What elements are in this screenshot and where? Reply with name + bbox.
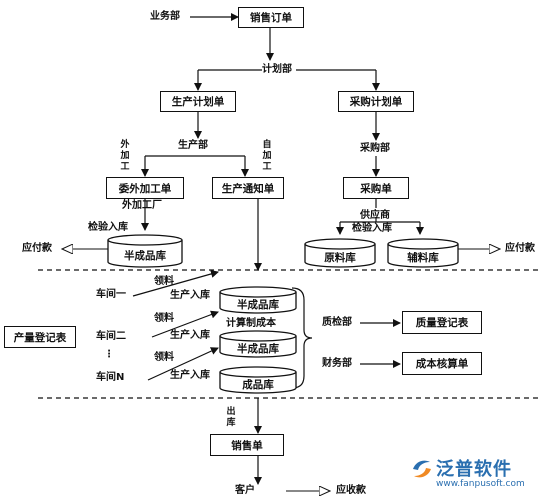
workshop-n-label: 车间N — [96, 372, 125, 383]
material-pick-1-label: 领料 — [154, 276, 174, 287]
prod-in-3-label: 生产入库 — [170, 370, 210, 381]
production-dept-label: 生产部 — [178, 140, 208, 151]
logo-name: 泛普软件 — [436, 459, 512, 480]
customer-label: 客户 — [235, 485, 255, 496]
outsource-factory-label: 外加工厂 — [122, 200, 162, 211]
auxiliary-material-warehouse: 辅料库 — [407, 251, 439, 264]
purchasing-dept-label: 采购部 — [360, 143, 390, 154]
supplier-label: 供应商 — [360, 210, 390, 221]
prod-in-1-label: 生产入库 — [170, 290, 210, 301]
sales-order-box: 销售订单 — [238, 7, 304, 28]
material-pick-3-label: 领料 — [154, 352, 174, 363]
outsourced-label: 外加工 — [120, 140, 130, 172]
planning-dept-label: 计划部 — [262, 64, 292, 75]
semi-finished-warehouse-top: 半成品库 — [124, 249, 166, 262]
semi-finished-warehouse-2: 半成品库 — [237, 342, 279, 355]
material-pick-2-label: 领料 — [154, 313, 174, 324]
output-register-box: 产量登记表 — [4, 326, 76, 348]
sales-slip-box: 销售单 — [210, 434, 284, 456]
receivable-label: 应收款 — [336, 485, 366, 496]
fanpu-logo: 泛普软件 www.fanpusoft.com — [410, 455, 536, 499]
workshop-1-label: 车间一 — [96, 289, 126, 300]
quality-register-box: 质量登记表 — [402, 311, 482, 334]
workshop-2-label: 车间二 — [96, 331, 126, 342]
finished-goods-warehouse: 成品库 — [242, 378, 274, 391]
logo-url: www.fanpusoft.com — [436, 479, 525, 489]
finance-dept-label: 财务部 — [322, 358, 352, 369]
cost-calc-label: 计算制成本 — [226, 318, 276, 329]
outsource-order-box: 委外加工单 — [106, 177, 184, 199]
stock-out-label: 出库 — [226, 407, 236, 428]
workshop-ellipsis: ⋮ — [104, 349, 114, 360]
in-house-label: 自加工 — [262, 140, 272, 172]
inspect-in-right-label: 检验入库 — [352, 223, 392, 234]
payable-right-label: 应付款 — [505, 243, 535, 254]
sales-dept-label: 业务部 — [150, 11, 180, 22]
cost-accounting-box: 成本核算单 — [402, 352, 482, 375]
prod-in-2-label: 生产入库 — [170, 330, 210, 341]
semi-finished-warehouse-1: 半成品库 — [237, 298, 279, 311]
production-notice-box: 生产通知单 — [212, 177, 284, 199]
purchase-order-box: 采购单 — [343, 177, 409, 199]
production-plan-box: 生产计划单 — [160, 91, 236, 112]
fanpu-logo-icon — [413, 460, 431, 478]
quality-dept-label: 质检部 — [322, 317, 352, 328]
purchase-plan-box: 采购计划单 — [338, 91, 414, 112]
raw-material-warehouse: 原料库 — [324, 251, 356, 264]
payable-left-label: 应付款 — [22, 243, 52, 254]
inspect-in-left-label: 检验入库 — [88, 222, 128, 233]
